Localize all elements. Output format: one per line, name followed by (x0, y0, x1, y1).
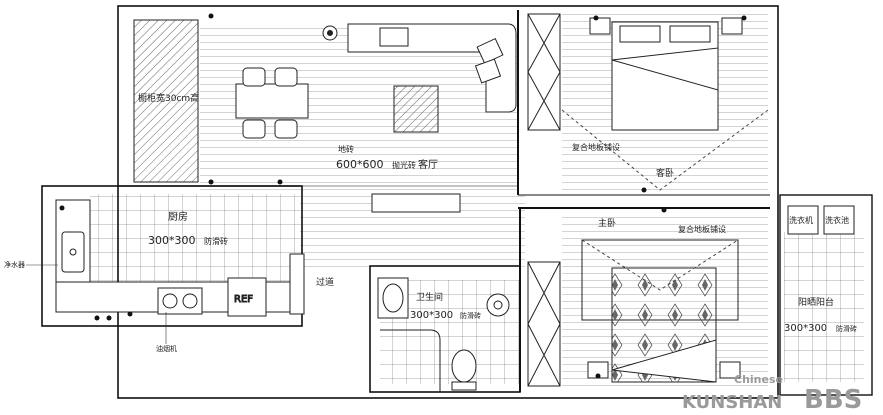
watermark-bottom: KUNSHAN (682, 392, 782, 413)
washer-label: 洗衣机 (789, 215, 813, 225)
marker-10 (106, 315, 112, 321)
chair-3 (242, 119, 266, 139)
sink-drain (69, 248, 77, 256)
marker-3 (741, 15, 747, 21)
chair-4 (274, 119, 298, 139)
wardrobes (527, 13, 561, 387)
toilet (451, 349, 477, 383)
washer (787, 205, 819, 235)
marker-2 (593, 15, 599, 21)
watermark-top: Chinese (734, 373, 783, 386)
master-bedroom-name: 主卧 (598, 217, 616, 229)
electrical-markers (59, 13, 747, 379)
washbasin (382, 283, 404, 313)
bed-master-fold (611, 339, 717, 383)
wardrobe-second-bedroom (527, 13, 561, 131)
burner-1 (162, 293, 178, 309)
tv-cabinet (371, 193, 461, 213)
balcony-tile-note: 防滑砖 (836, 324, 857, 333)
shelf-unit (289, 253, 305, 315)
marker-1 (208, 13, 214, 19)
fridge-label: REF (234, 294, 253, 305)
marker-8 (59, 205, 65, 211)
balcony-fixtures (787, 205, 855, 235)
watermark-brand: BBS (804, 385, 862, 415)
nightstand-2 (721, 17, 743, 35)
living-tile-size: 600*600 (336, 158, 384, 171)
kitchen-name: 厨房 (168, 210, 188, 223)
dryer-label: 洗衣池 (825, 215, 849, 225)
bathroom-tile-size: 300*300 (410, 310, 453, 321)
living-room-name: 客厅 (418, 158, 438, 171)
cushion-1 (379, 27, 409, 47)
pillow-1 (619, 25, 661, 43)
living-furniture (235, 23, 517, 213)
pillow-2 (669, 25, 711, 43)
marker-12 (595, 373, 601, 379)
marker-5 (277, 179, 283, 185)
nightstand-1 (589, 17, 611, 35)
bathroom-fixtures (377, 277, 510, 392)
marker-4 (208, 179, 214, 185)
cabinet-label: 橱柜宽30cm高 (138, 92, 199, 104)
living-floor-label: 地砖 (338, 144, 354, 154)
marker-6 (641, 187, 647, 193)
marker-7 (661, 207, 667, 213)
toilet-tank (451, 381, 477, 391)
marker-9 (94, 315, 100, 321)
second-bed (589, 17, 743, 131)
shower-screen (380, 329, 441, 392)
chair-2 (274, 67, 298, 87)
ceiling-second-bedroom (561, 109, 769, 191)
living-tile-note: 抛光砖 (392, 160, 416, 170)
marker-11 (127, 311, 133, 317)
outer-wall-main (117, 5, 779, 399)
second-bedroom-name: 客卧 (656, 167, 674, 179)
leader-lines (26, 264, 167, 344)
bathroom-name: 卫生间 (416, 291, 443, 303)
kitchen-tile-note: 防滑砖 (204, 236, 228, 246)
ceiling-lamp-inner (327, 30, 333, 36)
coffee-table (393, 85, 439, 133)
corridor-name: 过道 (316, 276, 334, 288)
second-bedroom-floor-label: 复合地板铺设 (572, 142, 620, 152)
shower-drain-inner (493, 300, 503, 310)
ceiling-lines (561, 109, 769, 291)
kitchen-fixtures: REF (55, 199, 305, 317)
fridge (227, 277, 267, 317)
chair-1 (242, 67, 266, 87)
balcony-floor (784, 232, 864, 382)
wardrobe-master-bedroom-cross (527, 261, 561, 387)
laundry-sink (823, 205, 855, 235)
water-heater-label: 净水器 (4, 260, 25, 269)
wardrobe-second-bedroom-cross (527, 13, 561, 131)
hood-label: 油烟机 (156, 344, 177, 353)
balcony-wall (779, 194, 873, 396)
kitchen-tile-size: 300*300 (148, 234, 196, 247)
bed-second-fold (611, 47, 719, 91)
dining-table (235, 83, 309, 119)
master-bed (581, 239, 741, 383)
cushion-3 (474, 58, 502, 84)
wardrobe-master-bedroom (527, 261, 561, 387)
bathroom-tile-note: 防滑砖 (460, 311, 481, 320)
master-bedroom-floor-label: 复合地板铺设 (678, 224, 726, 234)
nightstand-4 (719, 361, 741, 379)
room-labels: 地砖 600*600 抛光砖 客厅 厨房 300*300 防滑砖 过道 卫生间 … (4, 142, 857, 353)
balcony-tile-size: 300*300 (784, 323, 827, 334)
ceiling-master-bedroom (581, 239, 739, 291)
watermark: Chinese KUNSHAN BBS (682, 373, 862, 415)
balcony-name: 阳晒阳台 (798, 296, 834, 308)
burner-2 (182, 293, 198, 309)
cabinet-area (133, 19, 199, 183)
